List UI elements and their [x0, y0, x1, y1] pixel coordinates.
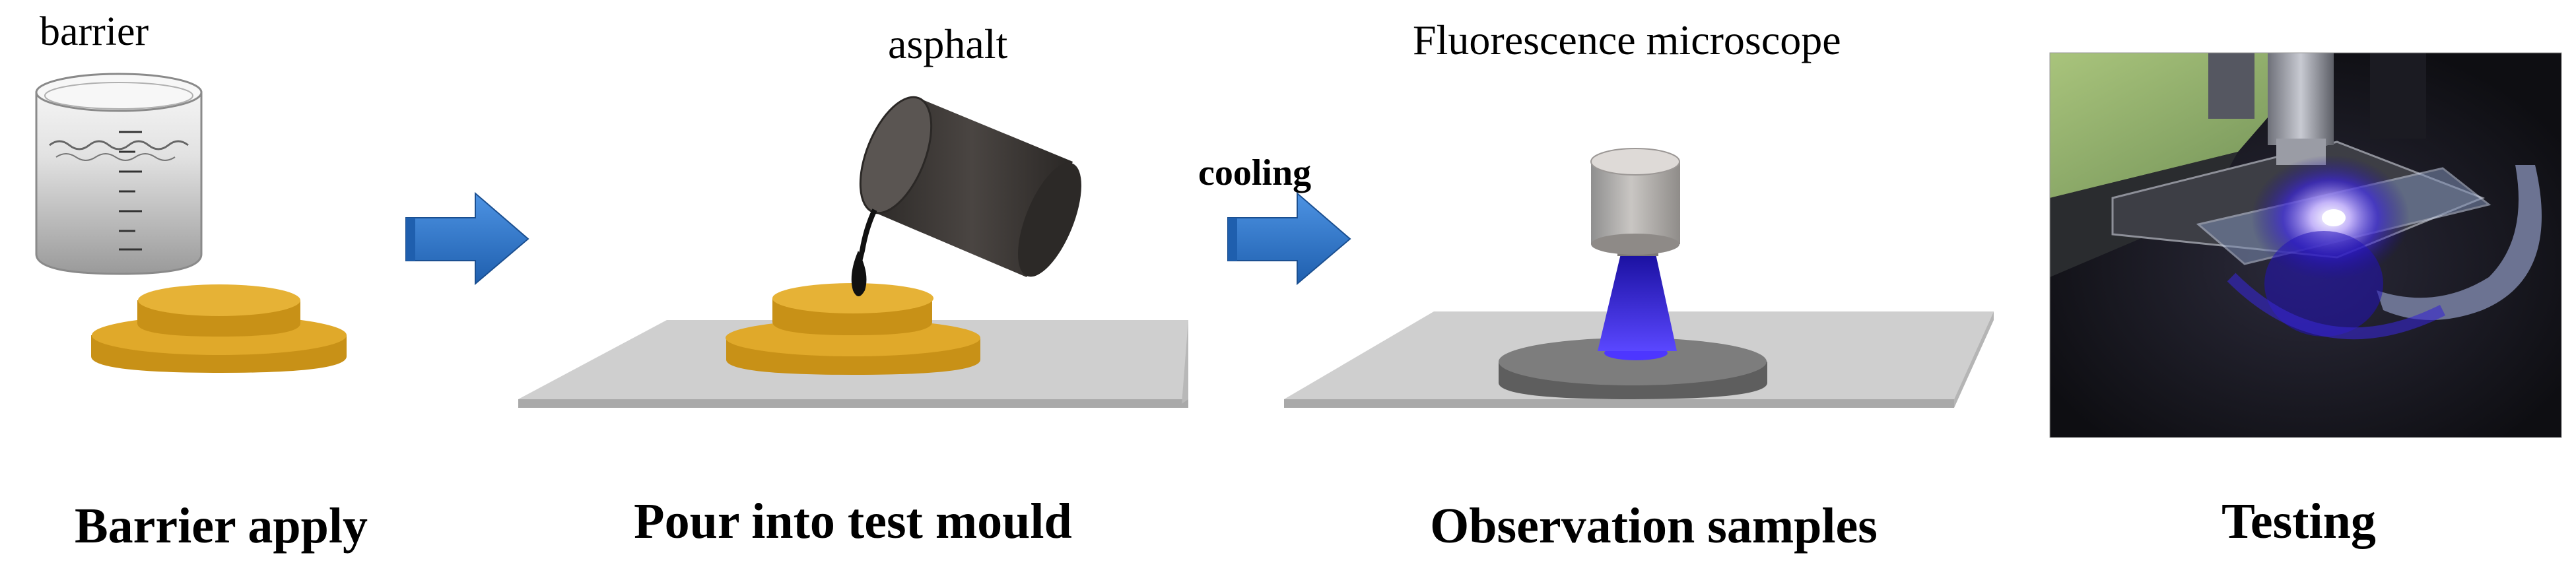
microscope-objective-icon: [1590, 148, 1680, 255]
step-barrier-apply: barrier: [35, 9, 347, 373]
mould-icon: [91, 284, 347, 373]
microscope-label: Fluorescence microscope: [1413, 16, 1841, 63]
step-title-pour-into-mould: Pour into test mould: [634, 494, 1072, 549]
step-title-testing: Testing: [2221, 494, 2376, 549]
asphalt-pot-icon: [851, 96, 1081, 296]
step-observation: Fluorescence microscope: [1284, 16, 1994, 408]
step-title-barrier-apply: Barrier apply: [75, 498, 368, 554]
cooling-label: cooling: [1198, 152, 1311, 193]
beaker-icon: [35, 73, 203, 275]
barrier-label: barrier: [40, 9, 149, 54]
step-pour-into-mould: asphalt: [518, 20, 1188, 408]
fluorescence-beam-icon: [1598, 254, 1677, 351]
arrow-icon: [1227, 191, 1351, 286]
arrow-icon: [405, 191, 529, 286]
mould-icon: [726, 283, 980, 375]
step-title-observation: Observation samples: [1430, 498, 1878, 554]
asphalt-label: asphalt: [888, 20, 1008, 67]
testing-photo: [2049, 52, 2562, 438]
